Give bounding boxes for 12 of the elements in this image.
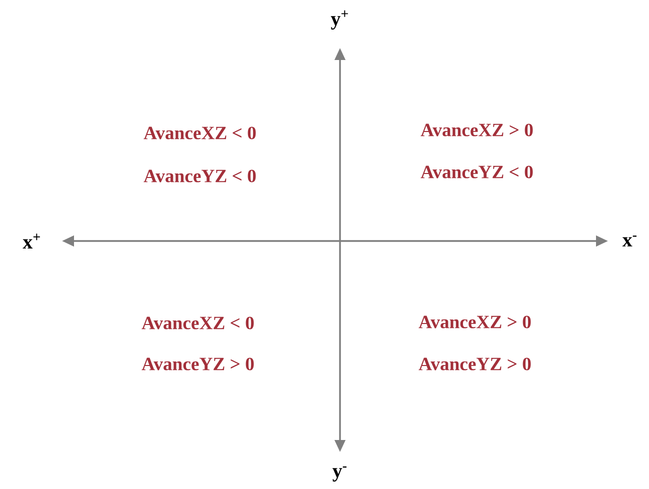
quadrant-label: AvanceYZ > 0 [142, 358, 254, 370]
axis-label: y$^{+}$ [330, 10, 348, 30]
quadrant-label: AvanceXZ < 0 [142, 316, 254, 330]
quadrant-label: AvanceXZ > 0 [418, 316, 531, 328]
axis-label: y$^{-}$ [332, 466, 346, 482]
quadrant-label: AvanceXZ > 0 [420, 124, 533, 136]
axis-label: x$^{-}$ [622, 236, 636, 246]
quadrant-label: AvanceYZ < 0 [420, 166, 533, 178]
axis-label: x$^{+}$ [22, 234, 40, 248]
quadrant-label: AvanceXZ < 0 [144, 126, 256, 140]
quadrant-label: AvanceYZ > 0 [418, 358, 531, 370]
quadrant-label: AvanceYZ < 0 [144, 170, 256, 182]
